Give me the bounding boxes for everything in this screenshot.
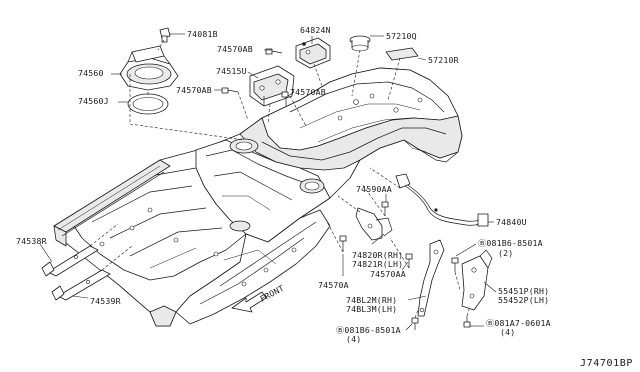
part-57210Q-grommet bbox=[349, 35, 371, 52]
part-74560J-ring bbox=[127, 93, 169, 115]
leader-lines bbox=[39, 33, 497, 331]
label-74840U: 74840U bbox=[496, 217, 527, 227]
label-57210R: 57210R bbox=[428, 55, 459, 65]
part-74515U-bracket bbox=[249, 65, 295, 107]
part-74BL2M-bracket bbox=[417, 239, 445, 317]
label-74538R: 74538R bbox=[16, 236, 47, 246]
label-74515U: 74515U bbox=[216, 66, 247, 76]
label-74590AA: 74590AA bbox=[356, 184, 392, 194]
label-081A7-0601A: Ⓑ081A7-0601A bbox=[486, 318, 551, 328]
bolt-74570AB-right bbox=[281, 91, 289, 106]
part-64824N-bracket bbox=[295, 37, 331, 69]
bolt-74570AB-left bbox=[221, 87, 239, 94]
label-74081B: 74081B bbox=[187, 29, 218, 39]
label-74539R: 74539R bbox=[90, 296, 121, 306]
label-74570A: 74570A bbox=[318, 280, 349, 290]
label-081B6-8501A-bottom: Ⓑ081B6-8501A bbox=[336, 325, 401, 335]
bolt-74570AA bbox=[405, 253, 413, 268]
part-74081B-clip bbox=[159, 27, 171, 43]
bolt-081B6-bottom bbox=[411, 317, 419, 330]
label-74560J: 74560J bbox=[78, 96, 109, 106]
bolt-74590AA bbox=[381, 201, 389, 216]
label-64824N: 64824N bbox=[300, 25, 331, 35]
callout-labels: 74081B 64824N 57210Q 74570AB 74560 57210… bbox=[16, 25, 633, 369]
part-74539R-rail bbox=[51, 269, 111, 301]
label-081B6-8501A-top: Ⓑ081B6-8501A bbox=[478, 238, 543, 248]
bolt-081B6-top bbox=[451, 257, 459, 272]
label-74560: 74560 bbox=[78, 68, 104, 78]
part-55451P-bracket bbox=[461, 249, 493, 311]
bolt-74570A bbox=[339, 235, 347, 252]
bolt-081A7 bbox=[463, 316, 471, 328]
label-74570AB-top: 74570AB bbox=[217, 44, 253, 54]
label-74821R: 74821R(LH) bbox=[352, 259, 403, 269]
label-74570AB-left: 74570AB bbox=[176, 85, 212, 95]
part-74538R-rail bbox=[41, 245, 99, 277]
diagram-code: J74701BP bbox=[580, 358, 633, 369]
label-081B6-8501A-top-qty: (2) bbox=[498, 248, 513, 258]
label-57210Q: 57210Q bbox=[386, 31, 417, 41]
label-74BL3M: 74BL3M(LH) bbox=[346, 304, 397, 314]
label-081B6-8501A-bottom-qty: (4) bbox=[346, 334, 361, 344]
label-74570AA: 74570AA bbox=[370, 269, 406, 279]
label-74BL2M: 74BL2M(RH) bbox=[346, 295, 397, 305]
part-74560-cover bbox=[119, 45, 179, 91]
label-74570AB-right: 74570AB bbox=[290, 87, 326, 97]
part-74820R-bracket bbox=[355, 207, 393, 241]
part-57210R-pad bbox=[385, 47, 419, 61]
guide-lines bbox=[89, 39, 471, 319]
front-direction-arrow bbox=[231, 291, 267, 313]
floor-panel-assembly bbox=[53, 67, 463, 327]
bolt-74570AB-top bbox=[265, 48, 283, 55]
label-55452P: 55452P(LH) bbox=[498, 295, 549, 305]
part-74840U-harness bbox=[395, 173, 489, 227]
label-081A7-0601A-qty: (4) bbox=[500, 327, 515, 337]
label-55451P: 55451P(RH) bbox=[498, 286, 549, 296]
label-74820R: 74820R(RH) bbox=[352, 250, 403, 260]
